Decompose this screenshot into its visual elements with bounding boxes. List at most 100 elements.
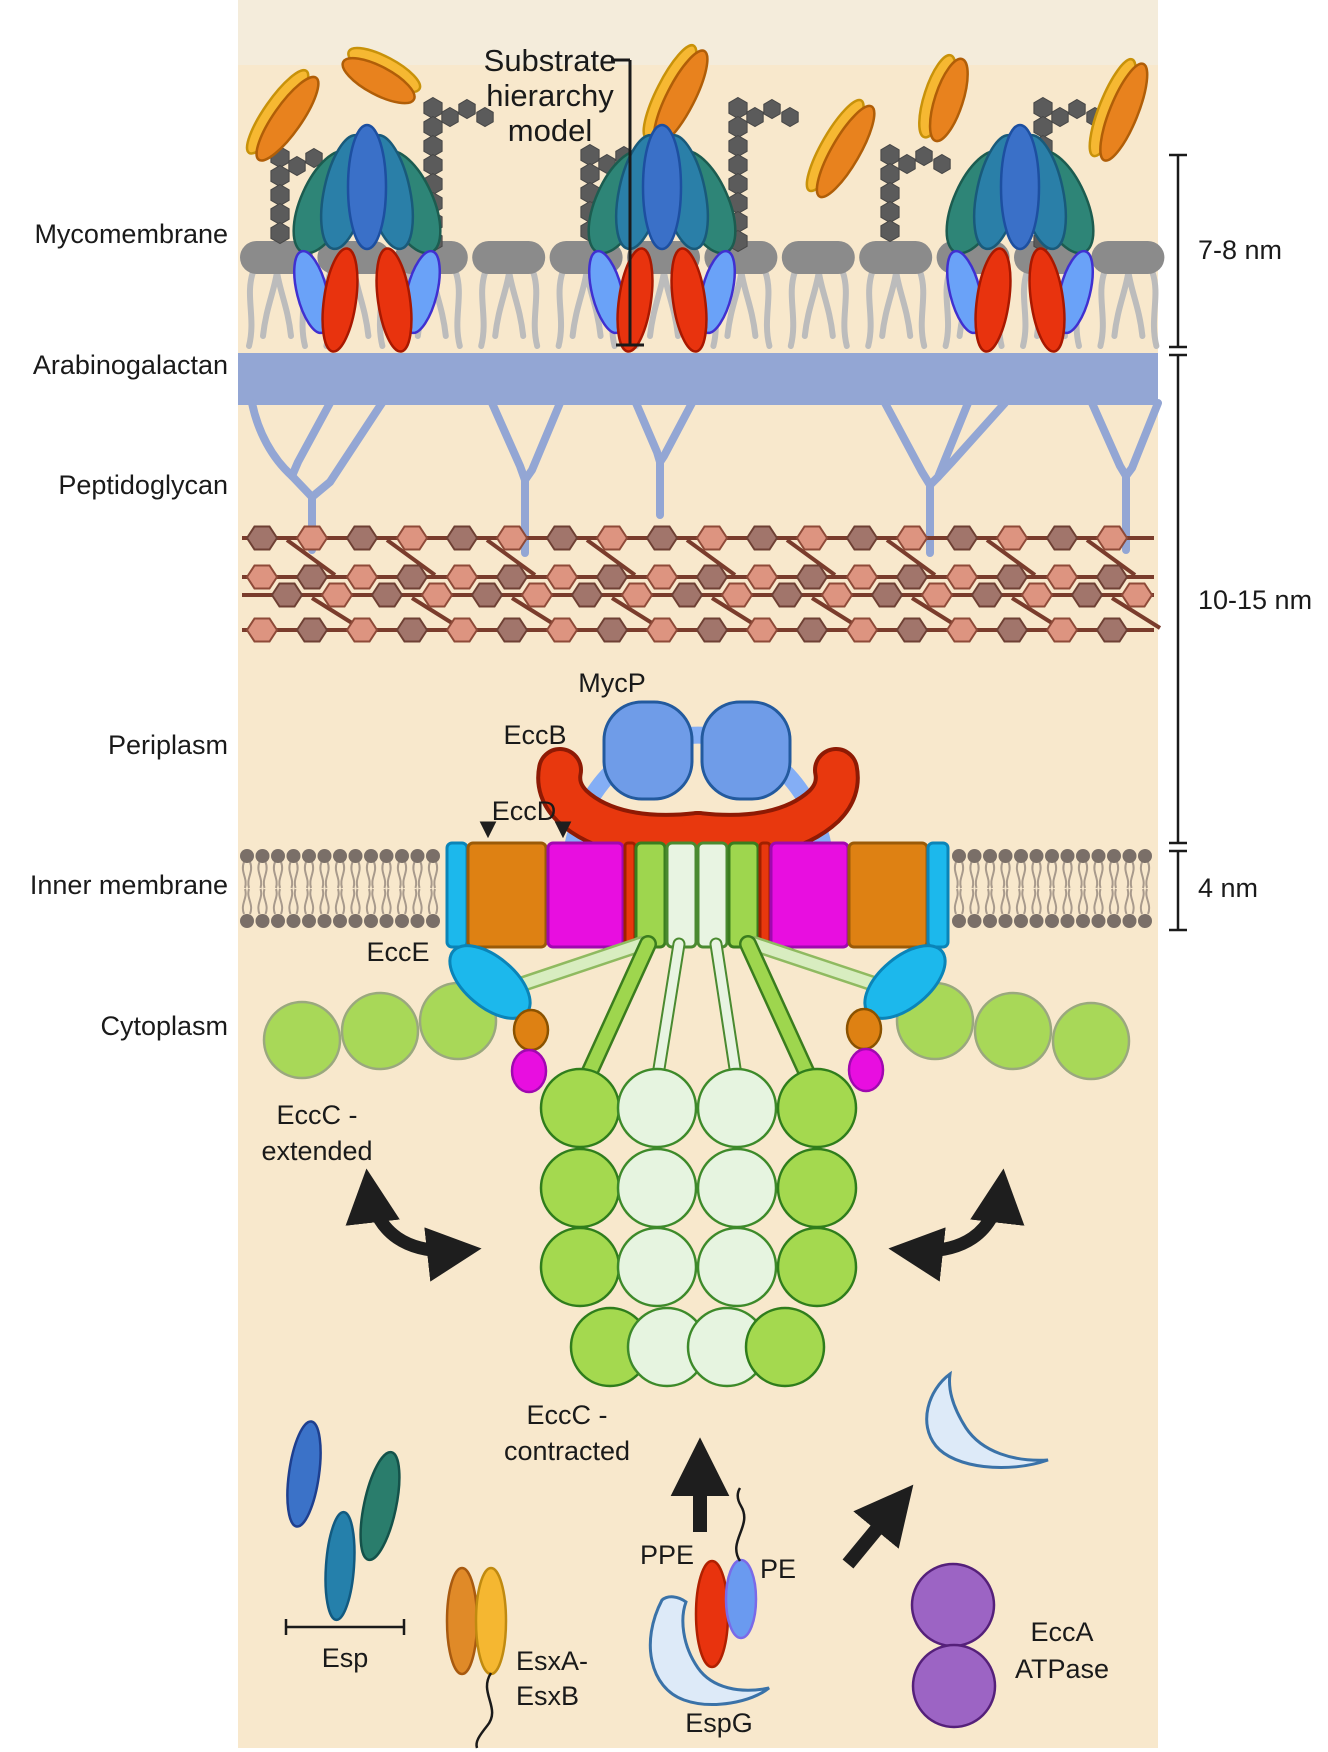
lipid-head — [967, 914, 982, 928]
peptidoglycan-sugar — [420, 582, 454, 608]
peptidoglycan-crosslink — [1085, 538, 1137, 577]
peptidoglycan-crosslink — [885, 538, 937, 577]
peptidoglycan-sugar — [1070, 582, 1104, 608]
lipid-tail — [417, 861, 423, 889]
peptidoglycan-sugar — [345, 525, 379, 551]
lipid-head — [1091, 849, 1106, 863]
lipid-tail — [1098, 861, 1104, 889]
lipid-tail — [1077, 861, 1083, 889]
lipid-tail — [309, 888, 315, 915]
lipid-tail — [427, 888, 433, 915]
eccc-contracted-cluster — [539, 1067, 858, 1388]
substrate-orange-ellipse — [255, 75, 320, 162]
glycolipid-hexagon — [423, 153, 443, 177]
lipid-head — [967, 849, 982, 863]
lipid-head — [1138, 849, 1152, 863]
peptidoglycan-sugar — [620, 582, 654, 608]
peptidoglycan-sugar — [1095, 617, 1129, 643]
mycomembrane-tail — [530, 269, 541, 349]
label-7-8nm: 7-8 nm — [1198, 235, 1282, 265]
substrate-pair — [1088, 57, 1149, 162]
peptidoglycan-crosslink — [285, 538, 337, 577]
peptidoglycan-sugar — [245, 564, 279, 590]
lipid-tail — [1067, 888, 1073, 915]
arabinogalactan-branch — [881, 399, 934, 557]
lipid-tail — [340, 861, 346, 889]
label-esx-2: EsxB — [516, 1681, 579, 1711]
lipid-tail — [386, 888, 392, 915]
peptidoglycan-sugar — [1095, 525, 1129, 551]
lipid-tail — [1145, 888, 1151, 915]
lipid-tail — [1098, 888, 1104, 915]
eccc-contracted-domain — [776, 1067, 858, 1149]
peptidoglycan-sugar — [970, 582, 1004, 608]
arabinogalactan-branch — [488, 399, 529, 557]
peptidoglycan-sugar — [645, 525, 679, 551]
label-eccc-extended-2: extended — [261, 1136, 372, 1166]
esp-proteins — [284, 1420, 406, 1635]
peptidoglycan-sugar — [870, 582, 904, 608]
peptidoglycan-sugar — [295, 617, 329, 643]
lipid-head — [1076, 849, 1090, 863]
peptidoglycan-sugar — [1045, 617, 1079, 643]
lipid-tail — [371, 888, 377, 915]
lipid-tail — [959, 888, 965, 915]
mycomembrane-tail — [917, 269, 928, 349]
lipid-tail — [1005, 861, 1011, 889]
eccc-contracted-domain — [696, 1226, 778, 1308]
substrate-pair — [341, 46, 422, 105]
lipid-head — [1045, 914, 1059, 928]
eccc-contracted-domain — [696, 1147, 778, 1229]
lipid-tail — [247, 861, 253, 889]
eccc-contracted-domain — [696, 1067, 778, 1149]
peptidoglycan-sugar — [445, 617, 479, 643]
espg-chaperone — [648, 1595, 770, 1706]
espg-released — [925, 1370, 1049, 1469]
peptidoglycan-sugar — [945, 525, 979, 551]
mycomembrane-head — [1091, 241, 1165, 274]
label-pe: PE — [760, 1554, 796, 1584]
lipid-tail — [1052, 888, 1058, 915]
lipid-tail — [1083, 888, 1089, 915]
peptidoglycan-sugar — [645, 564, 679, 590]
peptidoglycan-sugar — [395, 564, 429, 590]
eccc-extended-domain — [340, 991, 420, 1071]
lipid-head — [364, 914, 378, 928]
peptidoglycan-sugar — [295, 525, 329, 551]
lipid-tail — [1036, 888, 1042, 915]
mycomembrane-tail — [647, 269, 681, 339]
peptidoglycan-sugar — [920, 582, 954, 608]
lipid-tail — [1093, 861, 1099, 889]
eccb-arms — [536, 747, 860, 859]
peptidoglycan-crosslink — [585, 538, 637, 577]
lipid-tail — [959, 861, 965, 889]
lipid-head — [426, 849, 440, 863]
lipid-tail — [427, 861, 433, 889]
lipid-tail — [365, 888, 371, 915]
lipid-head — [1029, 914, 1044, 928]
peptidoglycan-sugar — [820, 582, 854, 608]
lipid-tail — [241, 861, 247, 889]
peptidoglycan-sugar — [595, 617, 629, 643]
lipid-tail — [1036, 861, 1042, 889]
mycomembrane-tail — [1149, 269, 1160, 349]
peptidoglycan-sugar — [795, 564, 829, 590]
lipid-head — [1122, 914, 1137, 928]
peptidoglycan-sugar — [395, 525, 429, 551]
lipid-head — [1029, 849, 1044, 863]
lipid-tail — [990, 861, 996, 889]
label-mycomembrane: Mycomembrane — [34, 219, 228, 249]
mycomembrane-tail — [246, 269, 256, 349]
glycolipid-hexagon — [423, 134, 443, 158]
lipid-tail — [984, 888, 990, 915]
glycolipid-branch-hexagon — [288, 155, 306, 177]
peptidoglycan-sugar — [545, 564, 579, 590]
arabinogalactan-branches — [248, 399, 1162, 557]
substrate-orange-ellipse — [341, 56, 416, 105]
arabinogalactan-branch — [1088, 399, 1130, 554]
peptidoglycan-sugar — [795, 617, 829, 643]
lipid-tail — [278, 861, 284, 889]
label-esx-1: EsxA- — [516, 1646, 588, 1676]
lipid-head — [952, 914, 966, 928]
